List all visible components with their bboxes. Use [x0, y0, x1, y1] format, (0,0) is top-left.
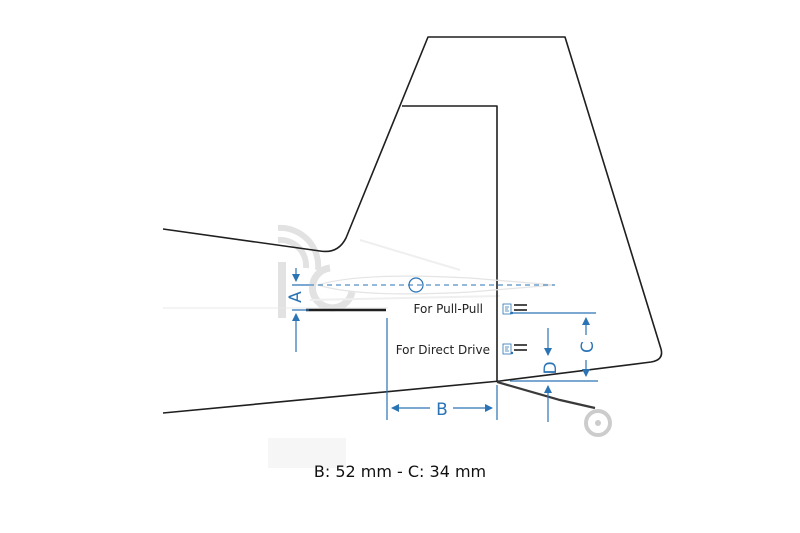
dim-label-b: B [436, 400, 448, 420]
dimension-lines [292, 268, 598, 422]
dim-label-c: C [578, 341, 598, 353]
servo-arm-direct-drive-icon [502, 343, 527, 355]
watermark-faint-shape [268, 239, 501, 468]
direct-drive-label: For Direct Drive [396, 343, 490, 357]
hinge-circle [408, 277, 424, 293]
pull-pull-label: For Pull-Pull [414, 302, 484, 316]
dim-label-d: D [541, 361, 561, 374]
stabilizer-section [163, 275, 556, 309]
rc-logo-watermark [277, 224, 356, 318]
dimensions-caption: B: 52 mm - C: 34 mm [313, 462, 487, 481]
dim-label-a: A [286, 291, 306, 303]
tailwheel-icon [496, 380, 612, 437]
